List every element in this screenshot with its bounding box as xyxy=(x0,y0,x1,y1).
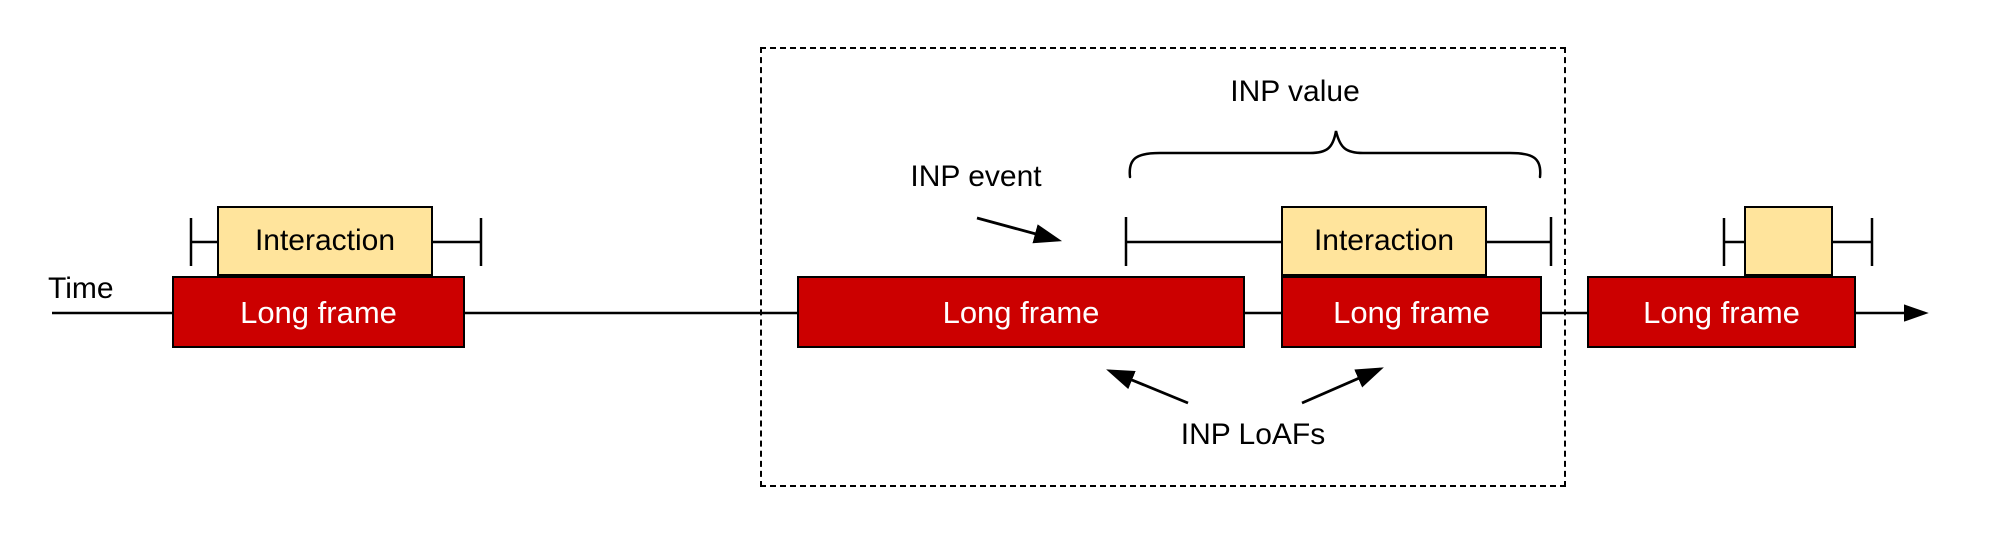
inp-window-dashed-box xyxy=(760,47,1566,487)
inp-event-label: INP event xyxy=(910,160,1042,193)
time-label: Time xyxy=(48,272,114,305)
long-frame-box-4: Long frame xyxy=(1587,276,1856,348)
long-frame-box-1: Long frame xyxy=(172,276,465,348)
interaction-box-2: Interaction xyxy=(1281,206,1487,276)
interaction-label: Interaction xyxy=(254,224,396,257)
interaction-box-1: Interaction xyxy=(217,206,433,276)
interaction-box-3 xyxy=(1744,206,1833,276)
long-frame-label: Long frame xyxy=(942,294,1100,330)
long-frame-box-2: Long frame xyxy=(797,276,1245,348)
interaction-label: Interaction xyxy=(1313,224,1455,257)
long-frame-label: Long frame xyxy=(1643,294,1800,330)
long-frame-label: Long frame xyxy=(240,294,397,330)
long-frame-box-3: Long frame xyxy=(1281,276,1542,348)
inp-loafs-label: INP LoAFs xyxy=(1180,418,1326,451)
long-frame-label: Long frame xyxy=(1333,294,1490,330)
inp-value-label: INP value xyxy=(1230,75,1360,108)
